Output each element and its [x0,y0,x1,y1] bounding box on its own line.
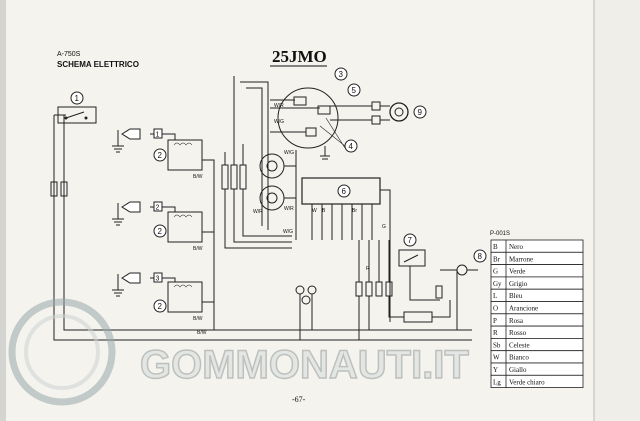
legend-color-cell: Giallo [509,366,527,374]
legend-row [490,362,584,376]
svg-text:W/R: W/R [284,206,294,212]
svg-text:R: R [366,266,370,272]
legend-color-cell: Bleu [509,292,523,300]
spark-plugs: 1 2 3 [121,128,163,284]
legend-color-cell: Rosso [509,329,527,337]
legend-color-cell: Verde [509,268,525,276]
legend-code-cell: W [493,354,500,362]
svg-text:B: B [322,208,326,214]
legend-row [490,264,584,278]
svg-text:B/W: B/W [193,316,203,322]
legend-row [490,239,584,253]
legend-color-cell: Nero [509,243,523,251]
legend-code-cell: R [493,329,498,337]
svg-text:Br: Br [352,208,357,214]
callout-1: 1 [75,94,80,103]
rectifier [330,101,409,125]
legend-code-cell: Gy [493,280,502,288]
svg-text:W/R: W/R [253,209,263,215]
legend-color-cell: Grigio [509,280,528,288]
legend-code-cell: Lg [493,378,501,386]
callout-4: 4 [349,142,354,151]
callout-6: 6 [342,187,347,196]
page-number: -67- [292,395,306,404]
legend-color-cell: Celeste [509,341,530,349]
left-connectors [50,181,68,197]
watermark-text: GOMMONAUTI.IT [140,343,469,387]
warning-lamp [435,264,478,330]
svg-text:3: 3 [156,276,160,283]
stop-switch [57,106,97,124]
legend-code: P-001S [490,231,510,237]
neutral-switch [295,285,317,340]
doc-code: A-750S [57,51,81,58]
svg-text:2: 2 [158,227,163,236]
svg-text:B/W: B/W [197,330,207,336]
legend-row [490,350,584,364]
legend-row [490,337,584,352]
magneto-stator [233,76,339,230]
legend-row [490,276,584,290]
legend-row [490,325,584,339]
legend-row [490,288,584,302]
legend-row [490,374,584,388]
legend-color-cell: Bianco [509,354,529,362]
legend-code-cell: Sb [493,341,501,349]
svg-text:B/W: B/W [193,174,203,180]
callout-7: 7 [408,236,413,245]
cdi-connectors [221,144,292,249]
pulser-coils [259,150,297,240]
svg-text:2: 2 [156,205,160,212]
callout-5: 5 [352,86,357,95]
svg-text:W/G: W/G [283,229,293,235]
diagram-title: SCHEMA ELETTRICO [57,60,139,69]
svg-text:W/G: W/G [274,119,284,125]
main-switch [398,249,440,301]
callout-2: 2 [158,151,163,160]
ground-symbol [112,130,124,153]
legend-row [490,313,584,327]
model-heading: 25JMO [272,47,327,66]
legend-code-cell: B [493,243,498,251]
cdi-unit [301,177,391,322]
legend-color-cell: Rosa [509,317,524,325]
legend-code-cell: G [493,268,498,276]
legend-row [490,251,584,266]
callout-3: 3 [339,70,344,79]
legend-code-cell: Br [493,255,501,263]
right-page [594,0,640,421]
svg-text:2: 2 [158,302,163,311]
svg-text:1: 1 [156,132,160,139]
legend-color-cell: Arancione [509,305,538,313]
legend-code-cell: L [493,292,497,300]
legend-code-cell: P [493,317,497,325]
svg-text:B/W: B/W [193,246,203,252]
svg-text:W/R: W/R [274,103,284,109]
legend-code-cell: Y [493,366,498,374]
watermark: GOMMONAUTI.IT [8,298,470,406]
callout-8: 8 [478,252,483,261]
junction-fuses [355,240,451,340]
legend-color-cell: Marrone [509,255,533,263]
wire-labels: B/W B/W B/W B/W W/R W/G W/G W/R W/R W B … [193,103,386,336]
legend-code-cell: O [493,305,498,313]
callouts: 1 2 2 2 3 5 4 6 7 8 9 [70,67,487,313]
svg-text:W/G: W/G [284,150,294,156]
legend-color-cell: Verde chiaro [509,378,545,386]
callout-9: 9 [418,108,423,117]
svg-text:G: G [382,224,386,230]
svg-text:W: W [312,208,317,214]
